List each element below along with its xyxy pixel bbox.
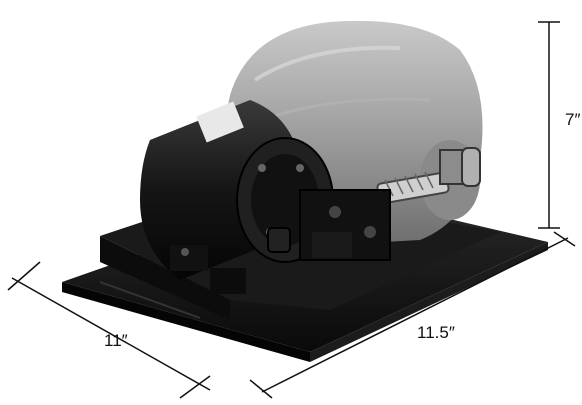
height-dimension-label: 7″ bbox=[565, 110, 581, 129]
hose-fitting bbox=[376, 147, 481, 205]
depth-dimension-label: 11″ bbox=[104, 331, 128, 350]
dimension-lines bbox=[7, 21, 576, 399]
motor-mounts bbox=[170, 245, 246, 294]
length-dimension-label: 11.5″ bbox=[417, 323, 455, 342]
pump-head bbox=[267, 189, 391, 261]
